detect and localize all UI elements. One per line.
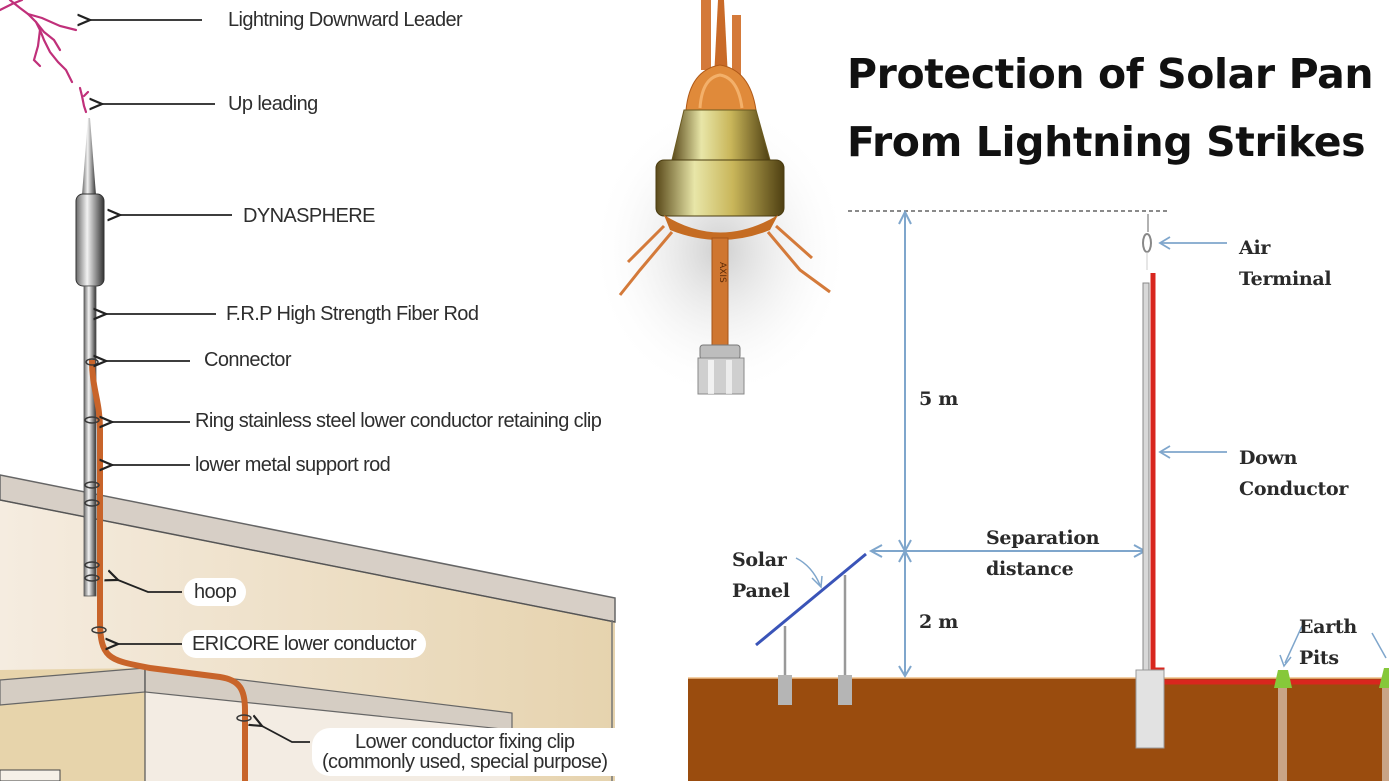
earth-pits-line-2: Pits bbox=[1299, 647, 1339, 669]
label-frp-fiber-rod: F.R.P High Strength Fiber Rod bbox=[226, 303, 479, 325]
solar-panel-line-2: Panel bbox=[732, 580, 790, 602]
separation-line-2: distance bbox=[986, 558, 1074, 580]
label-solar-panel: Solar Panel bbox=[732, 545, 790, 607]
down-conductor-line-2: Conductor bbox=[1239, 478, 1349, 500]
label-support-rod: lower metal support rod bbox=[195, 454, 391, 476]
building bbox=[0, 474, 616, 781]
title-line-2: From Lightning Strikes bbox=[847, 118, 1366, 166]
label-fixing-clip-line-2: (commonly used, special purpose) bbox=[322, 751, 608, 773]
label-height-2m: 2 m bbox=[919, 611, 959, 633]
label-earth-pits: Earth Pits bbox=[1299, 612, 1357, 674]
label-up-leading: Up leading bbox=[228, 93, 318, 115]
leader-lines bbox=[90, 20, 310, 743]
air-terminal-line-1: Air bbox=[1239, 237, 1271, 259]
down-conductor-line-1: Down bbox=[1239, 447, 1298, 469]
air-terminal-product-image: AXIS bbox=[590, 0, 850, 400]
separation-line-1: Separation bbox=[986, 527, 1100, 549]
label-lightning-downward-leader: Lightning Downward Leader bbox=[228, 9, 463, 31]
label-down-conductor: Down Conductor bbox=[1239, 443, 1348, 505]
label-fixing-clip: Lower conductor fixing clip (commonly us… bbox=[312, 728, 618, 776]
label-height-5m: 5 m bbox=[919, 388, 959, 410]
label-air-terminal: Air Terminal bbox=[1239, 233, 1332, 295]
label-connector: Connector bbox=[204, 349, 291, 371]
label-separation-distance: Separation distance bbox=[986, 523, 1100, 585]
label-ericore-conductor: ERICORE lower conductor bbox=[182, 630, 427, 658]
air-terminal-line-2: Terminal bbox=[1239, 268, 1332, 290]
label-retaining-clip: Ring stainless steel lower conductor ret… bbox=[195, 410, 602, 432]
label-hoop: hoop bbox=[184, 578, 247, 606]
lightning-rod bbox=[75, 118, 252, 781]
lightning-bolt bbox=[0, 0, 90, 114]
label-dynasphere: DYNASPHERE bbox=[243, 205, 375, 227]
page-title: Protection of Solar Pan From Lightning S… bbox=[847, 40, 1374, 176]
label-fixing-clip-line-1: Lower conductor fixing clip bbox=[354, 731, 575, 753]
earth-pits-line-1: Earth bbox=[1299, 616, 1357, 638]
solar-panel-line-1: Solar bbox=[732, 549, 787, 571]
solar-protection-diagram bbox=[688, 209, 1389, 781]
product-stamp: AXIS bbox=[717, 262, 727, 283]
title-line-1: Protection of Solar Pan bbox=[847, 50, 1374, 98]
